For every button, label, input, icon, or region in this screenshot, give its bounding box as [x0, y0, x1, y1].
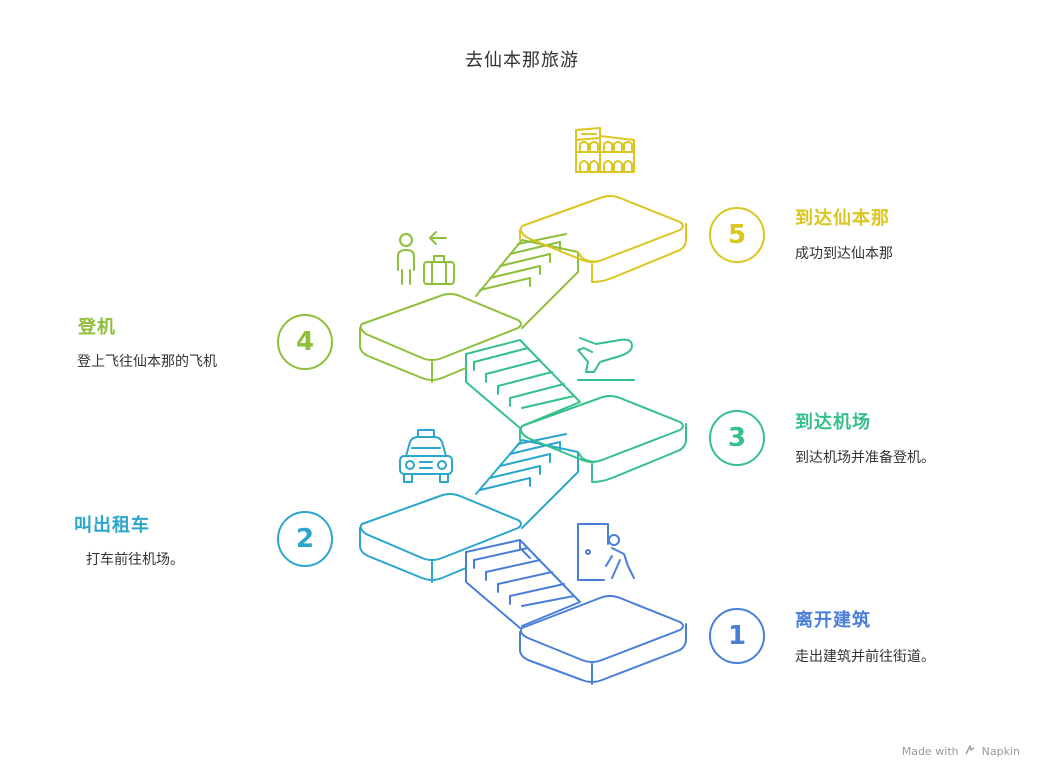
diagram-title: 去仙本那旅游 — [465, 50, 579, 71]
platform-2 — [359, 493, 522, 583]
made-with-napkin: Made with Napkin — [901, 743, 1020, 758]
step-1-title: 离开建筑 — [795, 610, 871, 631]
step-1-number: 1 — [709, 608, 765, 664]
step-2-description: 打车前往机场。 — [86, 552, 184, 568]
footer-brand: Napkin — [981, 745, 1020, 758]
door-exit-icon — [577, 523, 635, 581]
platform-4 — [359, 293, 522, 383]
stairs-1-2 — [465, 539, 581, 629]
platform-3 — [519, 395, 687, 483]
step-2-number: 2 — [277, 511, 333, 567]
step-3-number: 3 — [709, 410, 765, 466]
taxi-icon — [399, 429, 453, 483]
platform-1 — [519, 595, 687, 685]
landmark-building-icon — [575, 127, 635, 173]
napkin-logo-icon — [965, 743, 975, 758]
step-1-description: 走出建筑并前往街道。 — [795, 649, 935, 665]
step-2-title: 叫出租车 — [74, 515, 150, 536]
step-5-title: 到达仙本那 — [795, 208, 890, 229]
platform-5 — [519, 195, 687, 283]
step-3-title: 到达机场 — [795, 412, 871, 433]
airplane-icon — [577, 337, 635, 381]
stairs-2-3 — [475, 433, 579, 529]
stairs-4-5 — [475, 233, 579, 329]
step-3-description: 到达机场并准备登机。 — [795, 450, 935, 466]
step-5-number: 5 — [709, 207, 765, 263]
step-4-description: 登上飞往仙本那的飞机 — [77, 354, 217, 370]
stairs-3-4 — [465, 339, 581, 429]
footer-prefix: Made with — [901, 745, 959, 758]
step-5-description: 成功到达仙本那 — [795, 246, 893, 262]
step-4-title: 登机 — [78, 317, 116, 338]
traveler-luggage-icon — [397, 231, 455, 285]
step-4-number: 4 — [277, 314, 333, 370]
